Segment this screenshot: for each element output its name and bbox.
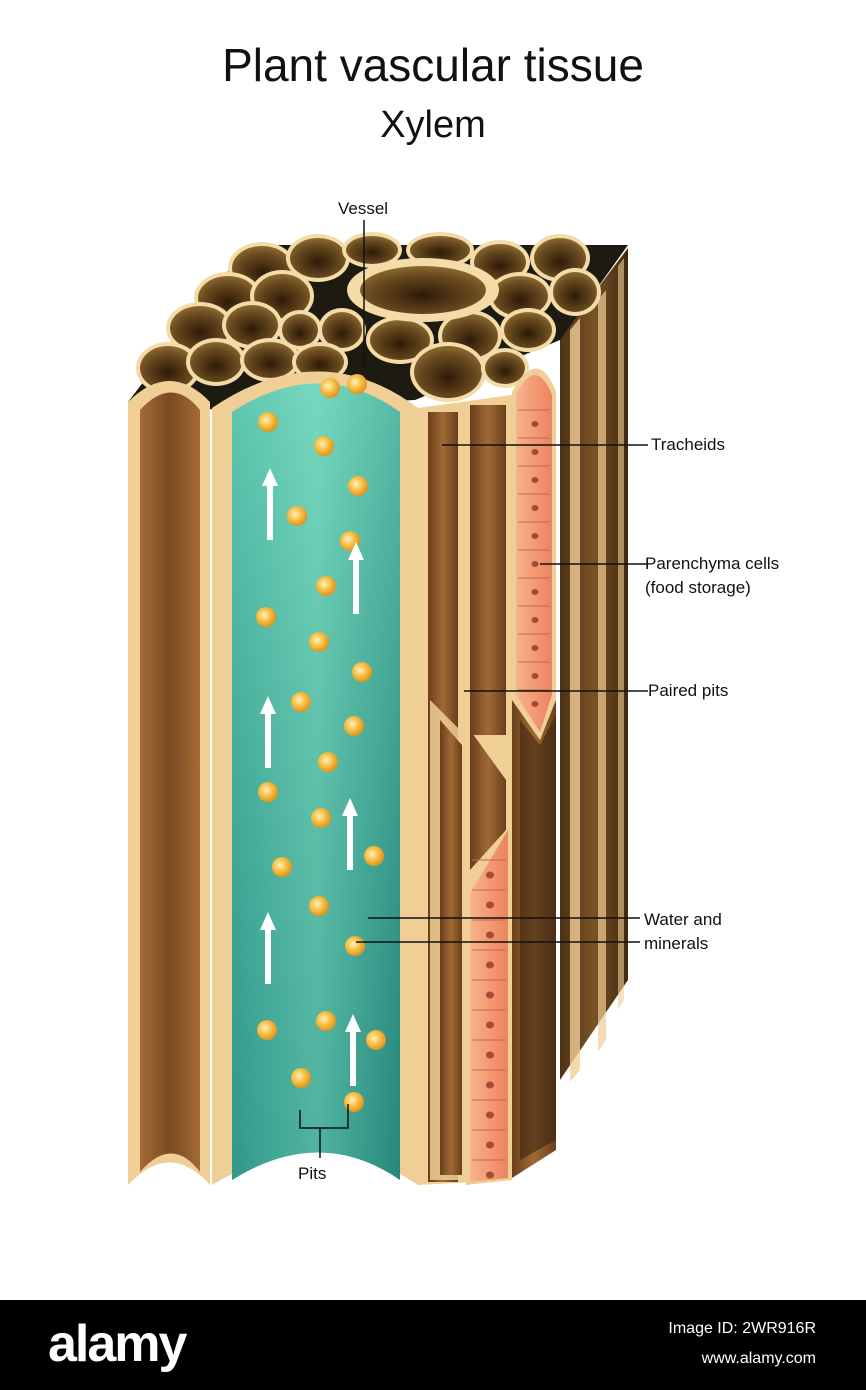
cell-lumen (290, 238, 346, 278)
cell-lumen (553, 272, 597, 312)
page-subtitle: Xylem (380, 104, 486, 146)
mineral-particle (366, 1030, 386, 1050)
mineral-particle (258, 412, 278, 432)
cell-lumen (322, 312, 362, 348)
mineral-particle (291, 1068, 311, 1088)
parenchyma-nucleus (486, 901, 494, 909)
up-arrow-icon (345, 1014, 361, 1086)
cell-lumen (370, 320, 430, 360)
mineral-particle (344, 716, 364, 736)
cell-lumen (282, 314, 318, 346)
pits-bracket (299, 1104, 349, 1158)
vessel-element (212, 371, 418, 1185)
fiber-band (512, 700, 556, 1178)
parenchyma-nucleus (486, 871, 494, 879)
left-fiber-column (128, 381, 210, 1185)
label-vessel: Vessel (338, 199, 389, 218)
mineral-particle (256, 607, 276, 627)
parenchyma-nucleus (531, 421, 539, 427)
cell-lumen (474, 244, 526, 280)
cell-lumen (346, 236, 398, 264)
leader-lines (356, 220, 648, 943)
flow-arrows (260, 468, 364, 1086)
parenchyma-nucleus (486, 1111, 494, 1119)
mineral-particle (345, 936, 365, 956)
site-url: www.alamy.com (701, 1350, 816, 1367)
up-arrow-icon (348, 542, 364, 614)
mineral-particle (272, 857, 292, 877)
parenchyma-nucleus (486, 961, 494, 969)
image-id-text: Image ID: 2WR916R (668, 1320, 816, 1337)
mineral-particle (364, 846, 384, 866)
block-side-face (560, 248, 628, 1082)
mineral-particle (311, 808, 331, 828)
mineral-particle (287, 506, 307, 526)
parenchyma-nucleus (531, 617, 539, 623)
cell-lumen (492, 276, 548, 316)
parenchyma-nucleus (531, 645, 539, 651)
parenchyma-nucleus (531, 533, 539, 539)
up-arrow-icon (342, 798, 358, 870)
water-and-minerals (256, 374, 386, 1112)
mineral-particle (257, 1020, 277, 1040)
vessel-opening (347, 258, 499, 322)
cell-lumen (190, 342, 242, 382)
mineral-particle (318, 752, 338, 772)
page-title: Plant vascular tissue (222, 39, 644, 91)
parenchyma-nucleus (486, 1171, 494, 1179)
cell-lumen (296, 346, 344, 378)
mineral-particle (258, 782, 278, 802)
up-arrow-icon (260, 696, 276, 768)
label-pits: Pits (298, 1164, 327, 1183)
parenchyma-nucleus (531, 589, 539, 595)
parenchyma-nucleus (531, 449, 539, 455)
parenchyma-nucleus (486, 991, 494, 999)
cell-cross-sections (136, 232, 601, 402)
mineral-particle (309, 632, 329, 652)
cell-lumen (410, 236, 470, 264)
cell-lumen (140, 346, 196, 390)
cell-lumen (534, 238, 586, 278)
parenchyma-nucleus (531, 701, 539, 707)
mineral-particle (309, 896, 329, 916)
label-minerals: minerals (644, 934, 709, 953)
parenchyma-nucleus (531, 561, 539, 567)
xylem-diagram (128, 220, 648, 1185)
mineral-particle (316, 1011, 336, 1031)
mineral-particle (344, 1092, 364, 1112)
parenchyma-nucleus (486, 1141, 494, 1149)
up-arrow-icon (260, 912, 276, 984)
label-water: Water and (644, 910, 722, 929)
watermark-footer: alamy Image ID: 2WR916R www.alamy.com (0, 1300, 866, 1390)
up-arrow-icon (262, 468, 278, 540)
cell-lumen (226, 305, 278, 345)
label-parenchyma-note: (food storage) (645, 578, 751, 597)
cell-lumen (485, 352, 525, 384)
parenchyma-nucleus (486, 1081, 494, 1089)
parenchyma-nucleus (531, 673, 539, 679)
label-tracheids: Tracheids (651, 435, 726, 454)
mineral-particle (316, 576, 336, 596)
label-paired-pits: Paired pits (648, 681, 729, 700)
parenchyma-nucleus (486, 1051, 494, 1059)
mineral-particle (348, 476, 368, 496)
cell-lumen (414, 346, 482, 398)
parenchyma-nucleus (486, 1021, 494, 1029)
mineral-particle (314, 436, 334, 456)
parenchyma-nucleus (531, 477, 539, 483)
parenchyma-nucleus (531, 505, 539, 511)
parenchyma-nucleus (486, 931, 494, 939)
mineral-particle (347, 374, 367, 394)
mineral-particle (320, 378, 340, 398)
mineral-particle (352, 662, 372, 682)
cell-lumen (504, 312, 552, 348)
mineral-particle (291, 692, 311, 712)
cell-lumen (244, 342, 296, 378)
label-parenchyma: Parenchyma cells (645, 554, 780, 573)
brand-logo: alamy (48, 1315, 187, 1373)
